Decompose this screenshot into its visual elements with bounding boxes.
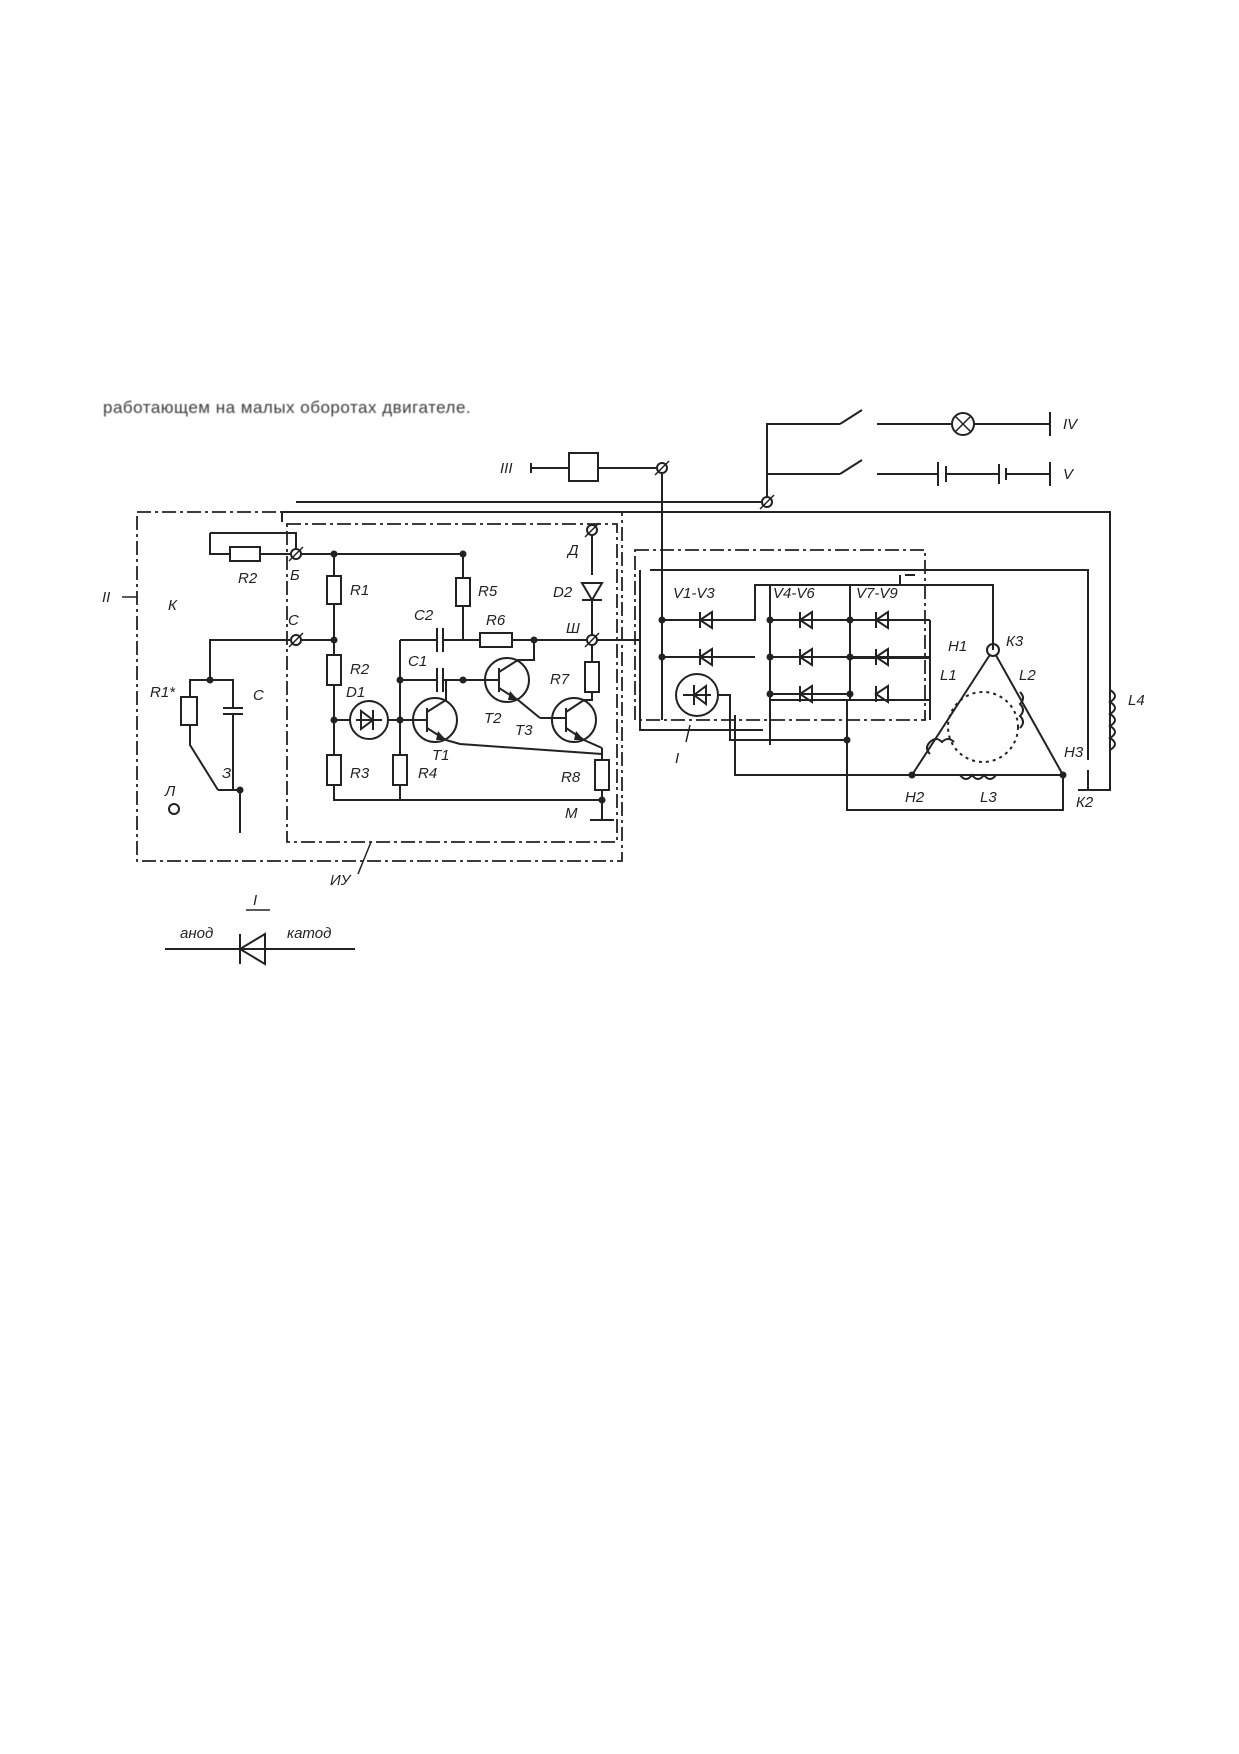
resistor-r8 <box>594 759 610 791</box>
label-z: З <box>222 765 231 782</box>
diode-legend: I анод катод <box>165 892 355 966</box>
label-r5: R5 <box>478 583 498 600</box>
label-d: Д <box>566 542 579 559</box>
diodes-v1-v3: V1-V3 <box>658 585 715 667</box>
label-c: С <box>288 612 299 629</box>
label-b: Б <box>290 567 300 584</box>
resistor-r7 <box>584 661 600 693</box>
label-anode: анод <box>180 925 213 942</box>
resistor-r6 <box>479 632 513 648</box>
label-i-mid: I <box>675 750 679 767</box>
relay-block: II К R1* С З Л R2 <box>102 546 296 833</box>
diodes-v4-v6: V4-V6 <box>766 585 815 704</box>
label-d2: D2 <box>553 584 573 601</box>
label-r2-top: R2 <box>238 570 258 587</box>
generator-stator: Н1 К3 L1 L2 Н3 Н2 L3 К2 <box>734 584 1094 811</box>
label-iv: IV <box>1063 416 1079 433</box>
label-r3: R3 <box>350 765 370 782</box>
block-ii-outline <box>136 511 623 862</box>
label-r4: R4 <box>418 765 437 782</box>
label-ii: II <box>102 589 110 606</box>
label-l4: L4 <box>1128 692 1145 709</box>
label-h1: Н1 <box>948 638 967 655</box>
label-r6: R6 <box>486 612 506 629</box>
regulator-block: Б С R1 R2 D1 R3 <box>288 522 640 889</box>
label-r2-mid: R2 <box>350 661 370 678</box>
label-t1: Т1 <box>432 747 450 764</box>
outer-wiring <box>209 474 1111 791</box>
diodes-v7-v9: V7-V9 <box>846 585 898 704</box>
input-iii: III <box>500 452 670 554</box>
label-k3: К3 <box>1006 633 1024 650</box>
label-k: К <box>168 597 178 614</box>
resistor-r5 <box>455 577 471 607</box>
lamp-circuit-iv: IV <box>766 409 1079 474</box>
resistor-r1star <box>180 696 198 726</box>
label-r1star: R1* <box>150 684 176 701</box>
label-h3: Н3 <box>1064 744 1084 761</box>
label-v4v6: V4-V6 <box>773 585 815 602</box>
resistor-r2-mid <box>326 654 342 686</box>
label-r7: R7 <box>550 671 570 688</box>
block-iu-outline <box>286 523 618 843</box>
label-l3: L3 <box>980 789 997 806</box>
label-r1: R1 <box>350 582 369 599</box>
label-d1: D1 <box>346 684 365 701</box>
label-c1: С1 <box>408 653 427 670</box>
resistor-r2-top <box>229 546 261 562</box>
label-c2: С2 <box>414 607 434 624</box>
label-iii: III <box>500 460 513 477</box>
block-boundaries <box>136 511 926 862</box>
rectifier-block: V1-V3 V4-V6 V7-V9 <box>658 554 930 767</box>
label-v: V <box>1063 466 1075 483</box>
label-iu: ИУ <box>330 872 352 889</box>
label-sh: Ш <box>566 620 580 637</box>
block-rectifier-outline <box>634 549 926 721</box>
label-t2: Т2 <box>484 710 502 727</box>
relay-box <box>568 452 599 482</box>
label-l: Л <box>164 783 176 800</box>
label-c-cap: С <box>253 687 264 704</box>
transistor-t3 <box>551 697 597 743</box>
label-r8: R8 <box>561 769 581 786</box>
label-t3: Т3 <box>515 722 533 739</box>
resistor-r1 <box>326 575 342 605</box>
battery-circuit-v: V <box>759 444 1075 510</box>
label-k2: К2 <box>1076 794 1094 811</box>
label-v7v9: V7-V9 <box>856 585 898 602</box>
label-h2: Н2 <box>905 789 925 806</box>
label-i-legend: I <box>253 892 257 909</box>
label-v1v3: V1-V3 <box>673 585 715 602</box>
label-l1: L1 <box>940 667 957 684</box>
label-l2: L2 <box>1019 667 1036 684</box>
resistor-r4 <box>392 754 408 786</box>
lamp-terminal-l <box>168 803 180 815</box>
resistor-r3 <box>326 754 342 786</box>
label-m: М <box>565 805 578 822</box>
label-cathode: катод <box>287 925 331 942</box>
caption-text: работающем на малых оборотах двигателе. <box>103 398 472 417</box>
field-winding-l4: L4 <box>1108 689 1145 751</box>
